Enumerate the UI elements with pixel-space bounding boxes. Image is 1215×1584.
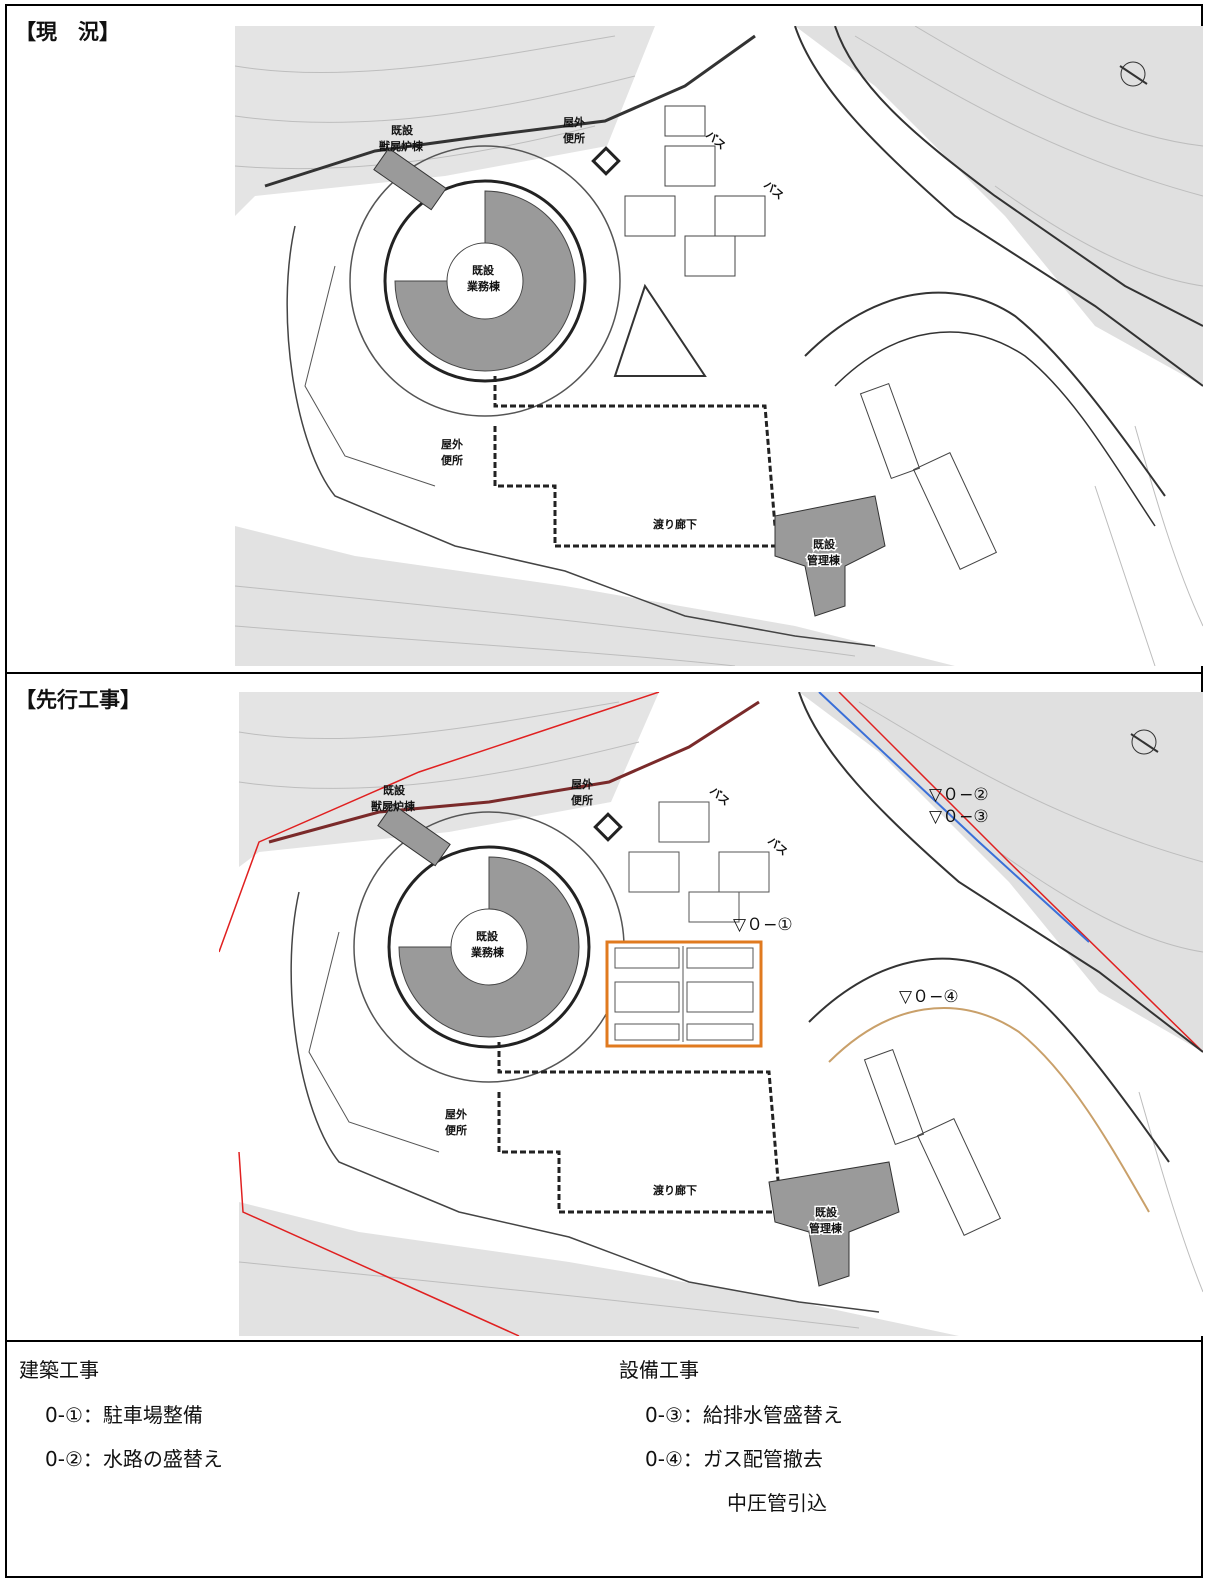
site-wall-north [268, 700, 760, 844]
label-admin-2: 管理棟 [807, 553, 841, 567]
label-admin-2: 管理棟 [809, 1221, 843, 1235]
curved-driveway [804, 291, 1166, 497]
parking-west [308, 931, 440, 1153]
label-toilet-bottom-2: 便所 [441, 453, 463, 467]
label-toilet-top-2: 便所 [563, 131, 585, 145]
red-boundary-east [838, 692, 1203, 1053]
panel-title-preliminary: 【先行工事】 [15, 688, 141, 712]
label-toilet-bottom-2: 便所 [445, 1123, 467, 1137]
admin-building [768, 1161, 900, 1287]
label-corridor: 渡り廊下 [653, 517, 697, 531]
panel-current: 【現 況】 [7, 6, 1203, 674]
site-wall-north [264, 34, 756, 188]
legend-item-0-4: 0-④：ガス配管撤去 [645, 1447, 823, 1471]
site-outline-southwest [286, 225, 876, 647]
document-frame: 【現 況】 [5, 4, 1203, 1578]
marker-0-3: ▽０−③ [929, 807, 989, 827]
panel-title-current: 【現 況】 [15, 20, 120, 44]
legend-item-0-3: 0-③：給排水管盛替え [645, 1403, 843, 1427]
access-road-edge [794, 26, 1203, 387]
label-incinerator-2: 獣屍炉棟 [379, 139, 424, 153]
north-arrow-icon [1120, 61, 1146, 87]
incinerator-building [377, 803, 451, 867]
site-plan-preliminary-svg: 既設 獣屍炉棟 屋外 便所 既設 業務棟 屋外 便所 渡り廊下 既設 管理棟 バ… [219, 692, 1203, 1336]
parking-east [859, 382, 998, 570]
legend-architecture-heading: 建築工事 [19, 1358, 99, 1382]
panel-legend: 建築工事 0-①：駐車場整備 0-②：水路の盛替え 設備工事 0-③：給排水管盛… [7, 1342, 1201, 1578]
legend-equipment-heading: 設備工事 [619, 1358, 699, 1382]
office-courtyard [446, 242, 524, 320]
label-admin-1: 既設 [815, 1205, 838, 1219]
marker-0-2: ▽０−② [929, 785, 989, 805]
toilet-building-north [593, 812, 623, 842]
red-boundary-south [238, 1151, 520, 1336]
waterway-line [818, 692, 1090, 943]
access-road-edge [798, 692, 1203, 1053]
label-office-2: 業務棟 [466, 279, 501, 293]
new-parking-area [605, 940, 763, 1048]
label-office-2: 業務棟 [470, 945, 505, 959]
terrain-northwest [239, 692, 659, 867]
parking-east [863, 1048, 1002, 1236]
incinerator-building [373, 147, 447, 211]
legend-item-0-4-continuation: 中圧管引込 [727, 1491, 827, 1515]
traffic-island [613, 283, 707, 377]
legend-item-0-1: 0-①：駐車場整備 [45, 1403, 203, 1427]
legend-architecture: 建築工事 0-①：駐車場整備 0-②：水路の盛替え [19, 1356, 223, 1489]
curved-driveway [808, 957, 1170, 1163]
label-office-1: 既設 [472, 263, 495, 277]
terrain-northeast [799, 692, 1203, 1052]
corridor-path [497, 1042, 781, 1193]
access-road-edge-2 [834, 26, 1203, 327]
contour-lines [235, 26, 1203, 666]
panel-preliminary: 【先行工事】 [7, 674, 1203, 1342]
curved-driveway-inner [834, 331, 1156, 527]
label-incinerator-1: 既設 [383, 783, 406, 797]
corridor-path-2 [493, 426, 795, 548]
label-admin-1: 既設 [813, 537, 836, 551]
legend-item-0-2: 0-②：水路の盛替え [45, 1447, 223, 1471]
parking-north [628, 801, 770, 923]
gas-pipe-line [828, 1007, 1150, 1213]
label-incinerator-1: 既設 [391, 123, 414, 137]
label-corridor: 渡り廊下 [653, 1183, 697, 1197]
label-toilet-bottom-1: 屋外 [441, 437, 463, 451]
legend-equipment: 設備工事 0-③：給排水管盛替え 0-④：ガス配管撤去 中圧管引込 [619, 1356, 843, 1517]
parking-north [624, 105, 766, 277]
label-toilet-top-1: 屋外 [563, 115, 585, 129]
terrain-northwest [235, 26, 655, 216]
corridor-path [493, 376, 777, 527]
label-office-1: 既設 [476, 929, 499, 943]
label-incinerator-2: 獣屍炉棟 [371, 799, 416, 813]
new-parking-stalls [614, 946, 754, 1042]
marker-0-1: ▽０−① [733, 915, 793, 935]
label-toilet-bottom-1: 屋外 [445, 1107, 467, 1121]
site-plan-current: 既設 獣屍炉棟 屋外 便所 既設 業務棟 屋外 便所 渡り廊下 既設 管理棟 バ… [235, 26, 1203, 666]
parking-west [304, 265, 436, 487]
north-arrow-icon [1131, 729, 1157, 755]
terrain-northeast [795, 26, 1203, 386]
marker-0-4: ▽０−④ [899, 987, 959, 1007]
site-plan-current-svg: 既設 獣屍炉棟 屋外 便所 既設 業務棟 屋外 便所 渡り廊下 既設 管理棟 バ… [235, 26, 1203, 666]
site-outline-southwest [290, 891, 880, 1313]
label-toilet-top-2: 便所 [571, 793, 593, 807]
terrain-south [235, 526, 955, 666]
admin-building [774, 495, 886, 617]
toilet-building-north [591, 146, 621, 176]
plaza-outer-ring [349, 145, 621, 417]
label-toilet-top-1: 屋外 [571, 777, 593, 791]
contour-lines [238, 701, 1203, 1329]
red-boundary-west [219, 692, 660, 953]
corridor-path-2 [497, 1092, 799, 1214]
terrain-south [239, 1202, 959, 1336]
office-courtyard [450, 908, 528, 986]
site-plan-preliminary: 既設 獣屍炉棟 屋外 便所 既設 業務棟 屋外 便所 渡り廊下 既設 管理棟 バ… [219, 692, 1203, 1336]
